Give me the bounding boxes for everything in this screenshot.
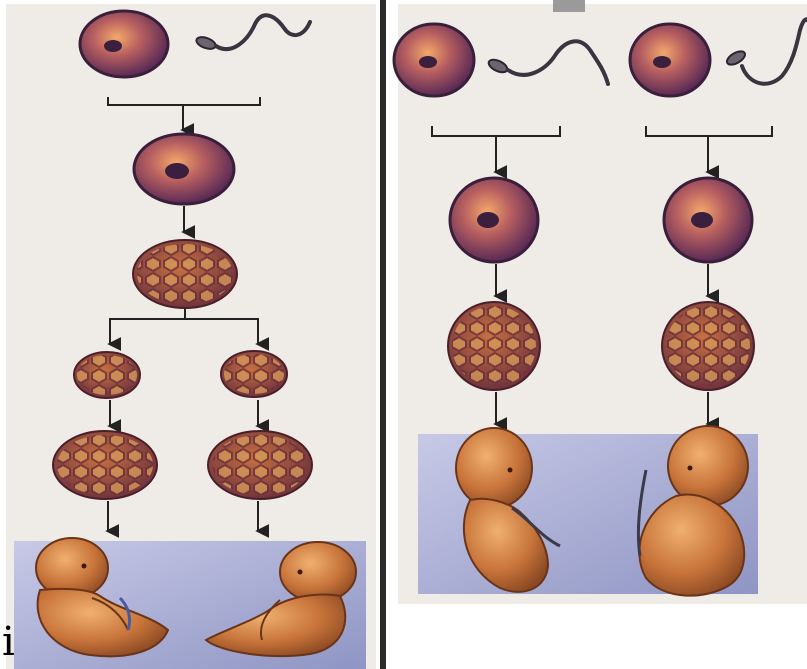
left-small-morula-b <box>221 351 287 397</box>
left-egg <box>80 11 168 77</box>
right-morula-b <box>662 302 754 390</box>
top-tab-marker <box>553 0 585 12</box>
left-large-morula-a <box>53 431 157 499</box>
panel-divider <box>380 0 386 669</box>
stray-glyph: i <box>2 622 15 662</box>
right-zygote-b <box>664 178 752 262</box>
left-zygote <box>134 134 234 204</box>
left-morula <box>133 240 237 308</box>
right-morula-a <box>448 302 540 390</box>
right-egg-b <box>630 24 710 96</box>
right-zygote-a <box>450 178 538 262</box>
left-large-morula-b <box>208 431 312 499</box>
left-small-morula-a <box>74 352 140 398</box>
right-egg-a <box>394 24 474 96</box>
